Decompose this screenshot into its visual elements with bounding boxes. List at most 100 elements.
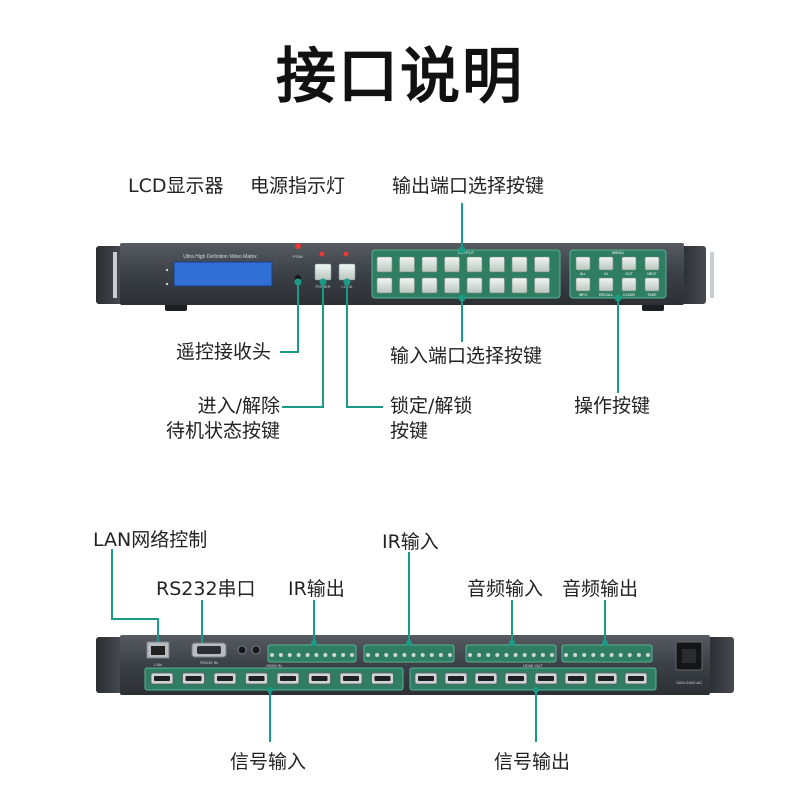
output-key-5[interactable] bbox=[466, 256, 483, 273]
terminal-pin[interactable] bbox=[314, 653, 319, 657]
terminal-pin[interactable] bbox=[627, 653, 632, 657]
terminal-pin[interactable] bbox=[438, 653, 443, 657]
terminal-pin[interactable] bbox=[402, 653, 407, 657]
input-key-1[interactable] bbox=[376, 277, 393, 294]
standby-key[interactable] bbox=[314, 263, 332, 281]
terminal-pin[interactable] bbox=[350, 653, 354, 657]
input-key-7[interactable] bbox=[511, 277, 528, 294]
terminal-pin[interactable] bbox=[384, 653, 389, 657]
terminal-pin[interactable] bbox=[278, 653, 283, 657]
terminal-pin[interactable] bbox=[429, 653, 434, 657]
rear-jack-1[interactable] bbox=[237, 645, 247, 655]
terminal-pin[interactable] bbox=[600, 653, 605, 657]
terminal-pin[interactable] bbox=[332, 653, 337, 657]
lock-key[interactable] bbox=[338, 263, 356, 281]
label-audio-out: 音频输出 bbox=[562, 578, 639, 600]
terminal-pin[interactable] bbox=[618, 653, 623, 657]
audio-in-terminals bbox=[465, 644, 557, 663]
hdmi-in-group-label: HDMI IN bbox=[266, 663, 281, 668]
menu-key-5[interactable] bbox=[575, 277, 591, 292]
terminal-pin[interactable] bbox=[513, 653, 518, 657]
menu-key-1[interactable] bbox=[575, 256, 591, 271]
output-key-2[interactable] bbox=[399, 256, 415, 273]
power-led-label: POW bbox=[293, 254, 303, 259]
lan-port-label: LAN bbox=[154, 662, 162, 667]
label-operation: 操作按键 bbox=[574, 395, 651, 417]
hdmi-in-port-3-slot bbox=[217, 676, 233, 681]
menu-group-label: MENU bbox=[612, 250, 624, 255]
hdmi-out-port-2-slot bbox=[448, 676, 464, 681]
input-key-4[interactable] bbox=[444, 277, 460, 294]
terminal-pin[interactable] bbox=[448, 653, 452, 657]
terminal-pin[interactable] bbox=[504, 653, 509, 657]
terminal-pin[interactable] bbox=[540, 653, 545, 657]
input-key-3[interactable] bbox=[421, 277, 438, 294]
terminal-pin[interactable] bbox=[564, 653, 568, 657]
input-key-6[interactable] bbox=[489, 277, 505, 294]
front-panel: Ultra High Definition Video Matrix POW P… bbox=[96, 243, 714, 311]
hdmi-out-port-7-slot bbox=[598, 676, 614, 681]
terminal-pin[interactable] bbox=[531, 653, 536, 657]
terminal-pin[interactable] bbox=[270, 653, 274, 657]
leader-dot-output bbox=[458, 246, 466, 254]
hdmi-out-port-5-slot bbox=[538, 676, 554, 681]
menu-key-2[interactable] bbox=[598, 256, 614, 271]
hdmi-out-group-label: HDMI OUT bbox=[523, 663, 543, 668]
rear-jack-2[interactable] bbox=[251, 645, 261, 655]
hdmi-out-port-4-slot bbox=[508, 676, 524, 681]
label-lock-line2: 按键 bbox=[390, 420, 429, 442]
terminal-pin[interactable] bbox=[591, 653, 596, 657]
terminal-pin[interactable] bbox=[296, 653, 301, 657]
input-key-8[interactable] bbox=[534, 277, 550, 294]
terminal-pin[interactable] bbox=[323, 653, 328, 657]
leader-lock bbox=[346, 282, 383, 408]
terminal-pin[interactable] bbox=[495, 653, 500, 657]
rear-panel: LAN RS232 IN HDMI IN HDMI OUT 110V-240V … bbox=[96, 635, 734, 695]
terminal-pin[interactable] bbox=[522, 653, 527, 657]
menu-key-7[interactable] bbox=[621, 277, 637, 292]
menu-key-6[interactable] bbox=[598, 277, 614, 292]
menu-key-8[interactable] bbox=[644, 277, 660, 292]
leader-dot-input bbox=[458, 294, 466, 302]
leader-lan bbox=[111, 549, 159, 642]
terminal-pin[interactable] bbox=[486, 653, 491, 657]
terminal-pin[interactable] bbox=[477, 653, 482, 657]
hdmi-in-port-8-slot bbox=[374, 676, 391, 681]
terminal-pin[interactable] bbox=[287, 653, 292, 657]
output-key-7[interactable] bbox=[511, 256, 528, 273]
terminal-pin[interactable] bbox=[411, 653, 416, 657]
output-key-3[interactable] bbox=[421, 256, 438, 273]
terminal-pin[interactable] bbox=[573, 653, 578, 657]
menu-key-3[interactable] bbox=[621, 256, 637, 271]
terminal-pin[interactable] bbox=[366, 653, 370, 657]
terminal-pin[interactable] bbox=[393, 653, 398, 657]
terminal-pin[interactable] bbox=[305, 653, 310, 657]
output-key-4[interactable] bbox=[444, 256, 460, 273]
menu-key-label: RECALL bbox=[599, 293, 613, 297]
label-standby: 进入/解除 待机状态按键 bbox=[150, 394, 280, 444]
lock-led bbox=[343, 251, 349, 257]
output-key-8[interactable] bbox=[534, 256, 550, 273]
menu-key-4[interactable] bbox=[644, 256, 660, 271]
terminal-pin[interactable] bbox=[468, 653, 472, 657]
terminal-pin[interactable] bbox=[341, 653, 346, 657]
leader-dot-standby bbox=[319, 278, 327, 286]
terminal-pin[interactable] bbox=[420, 653, 425, 657]
terminal-pin[interactable] bbox=[375, 653, 380, 657]
rear-leader-lines bbox=[111, 549, 606, 742]
terminal-pin[interactable] bbox=[582, 653, 587, 657]
terminal-pin[interactable] bbox=[636, 653, 641, 657]
terminal-pin[interactable] bbox=[646, 653, 650, 657]
front-rack-ear-left bbox=[96, 246, 122, 304]
menu-key-label: IN bbox=[604, 272, 608, 276]
io-key-grid bbox=[376, 256, 550, 294]
output-key-6[interactable] bbox=[489, 256, 505, 273]
terminal-pin[interactable] bbox=[609, 653, 614, 657]
output-key-1[interactable] bbox=[376, 256, 393, 273]
audio-out-terminals bbox=[561, 644, 653, 663]
input-key-2[interactable] bbox=[399, 277, 415, 294]
input-key-5[interactable] bbox=[466, 277, 483, 294]
leader-ir-receiver bbox=[280, 282, 299, 353]
terminal-block-groups bbox=[267, 644, 653, 663]
terminal-pin[interactable] bbox=[550, 653, 554, 657]
